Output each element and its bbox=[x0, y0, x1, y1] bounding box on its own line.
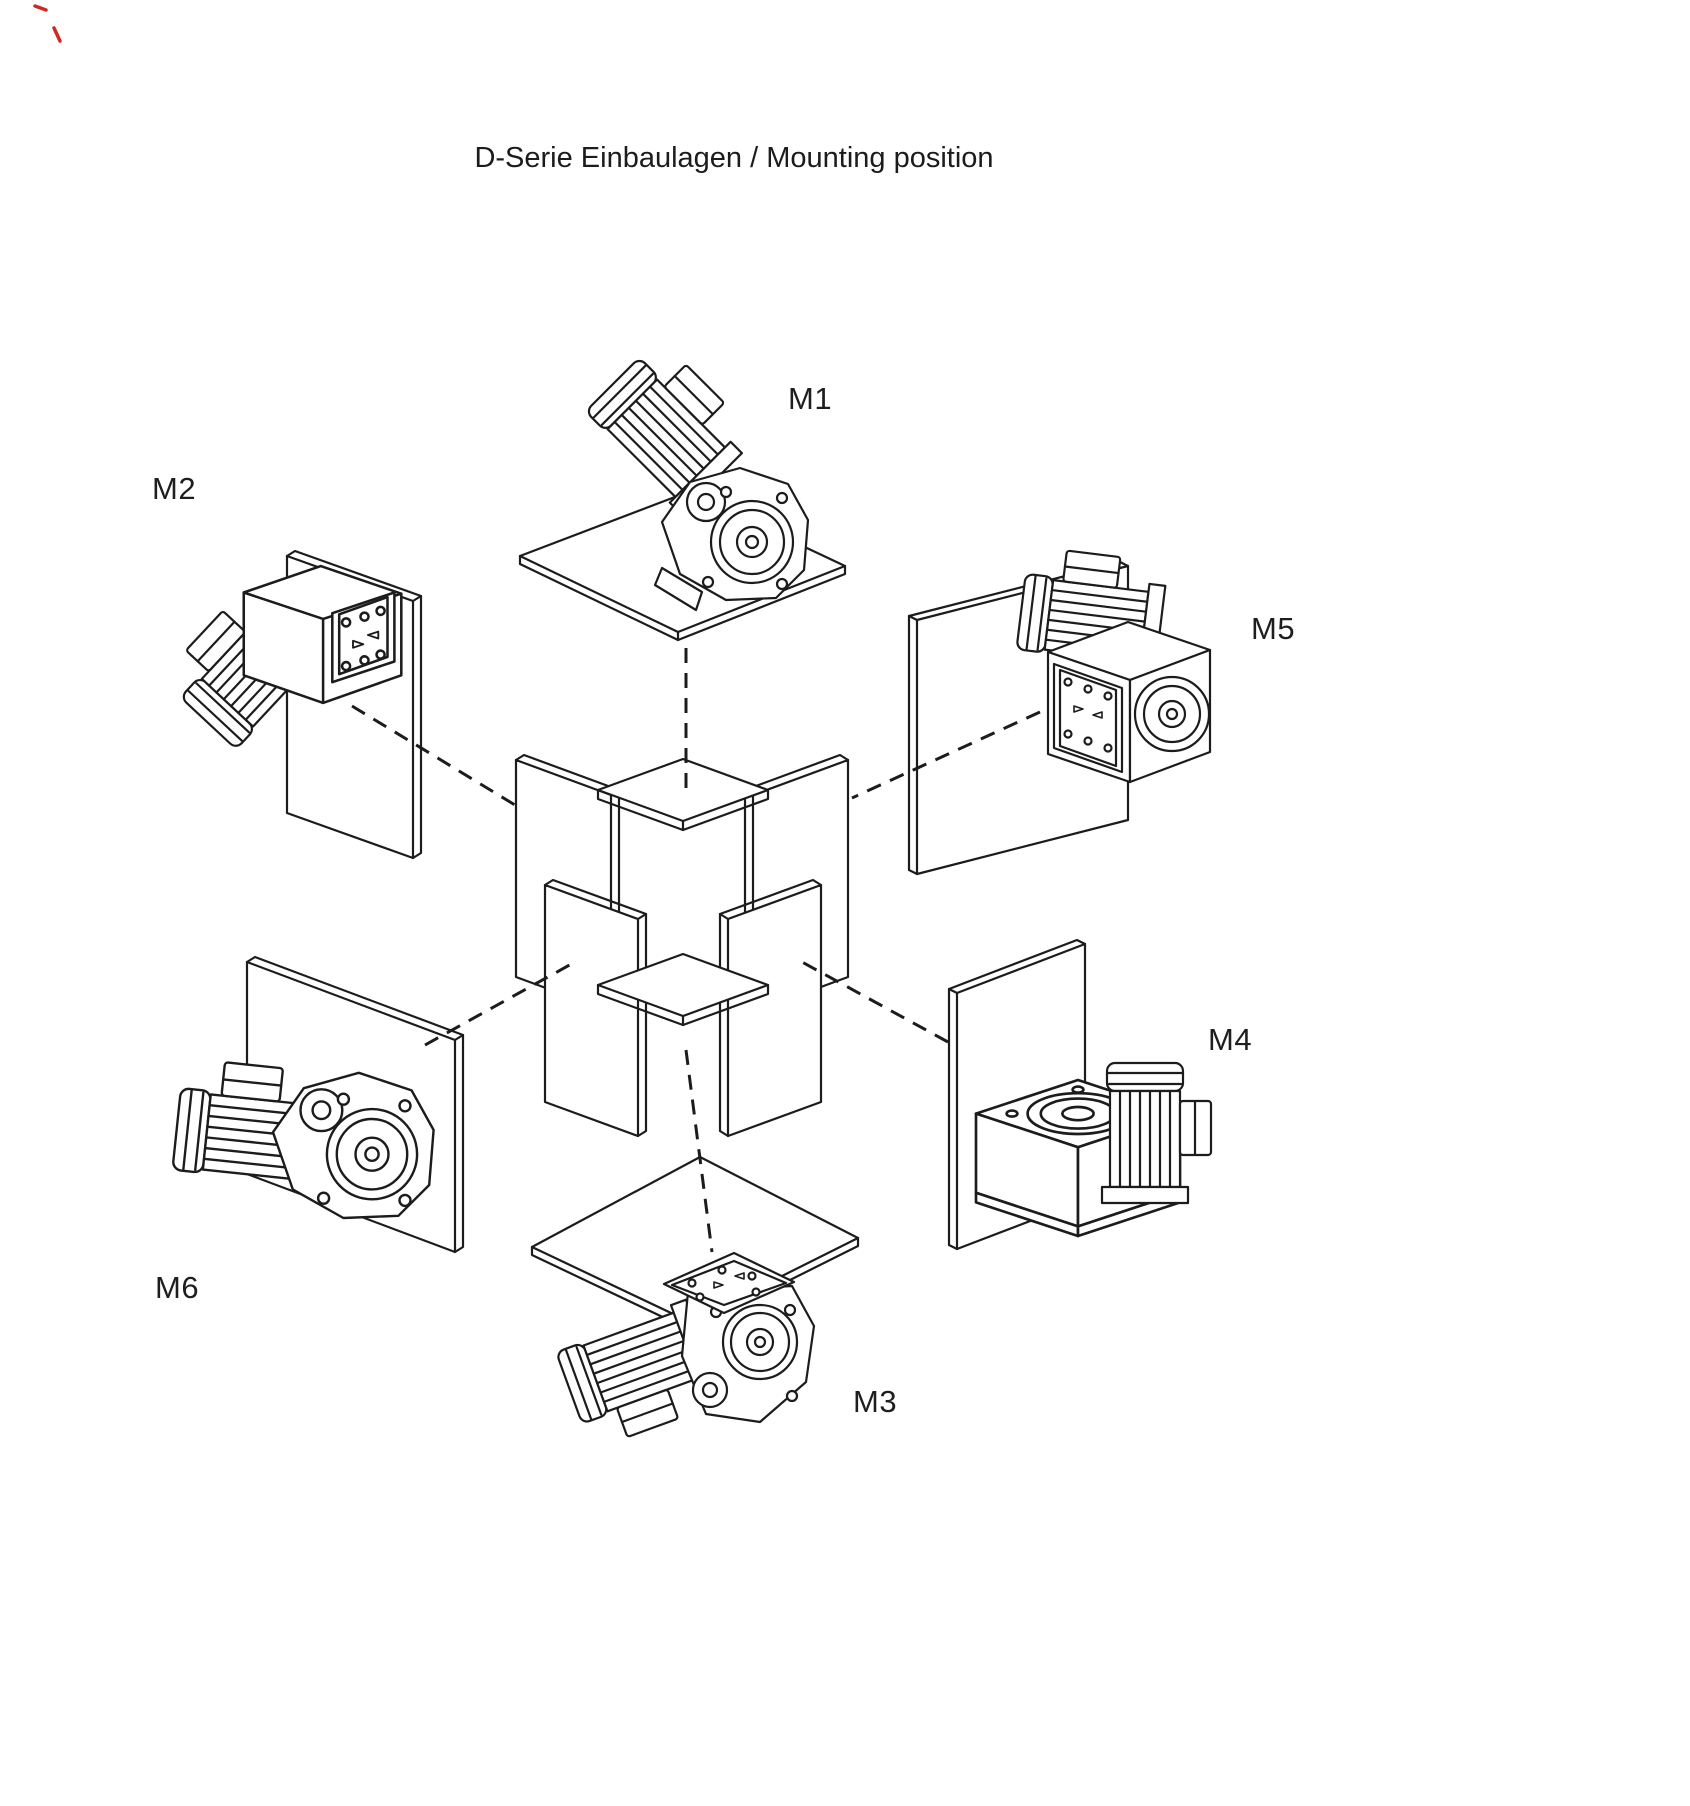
center-cube bbox=[514, 753, 850, 1138]
connector-m3 bbox=[684, 1049, 714, 1253]
gearmotor-m2 bbox=[158, 564, 403, 754]
label-m1: M1 bbox=[788, 381, 833, 416]
connector-m2 bbox=[351, 704, 521, 810]
gearmotor-m5 bbox=[1014, 544, 1212, 784]
label-m6: M6 bbox=[155, 1270, 200, 1305]
gearmotors-layer bbox=[158, 336, 1213, 1452]
gearmotor-m4 bbox=[974, 1061, 1213, 1238]
dashed-connectors bbox=[351, 648, 1041, 1253]
connector-m6 bbox=[424, 960, 576, 1047]
label-m5: M5 bbox=[1251, 611, 1296, 646]
scan-artifact-marks bbox=[33, 4, 62, 43]
label-m4: M4 bbox=[1208, 1022, 1253, 1057]
gearmotor-m1 bbox=[581, 336, 810, 612]
diagram-title: D-Serie Einbaulagen / Mounting position bbox=[474, 142, 994, 174]
label-m2: M2 bbox=[152, 471, 197, 506]
gearmotor-m3 bbox=[553, 1251, 816, 1452]
connector-m4 bbox=[801, 960, 949, 1044]
connector-m5 bbox=[851, 710, 1041, 800]
label-m3: M3 bbox=[853, 1384, 898, 1419]
